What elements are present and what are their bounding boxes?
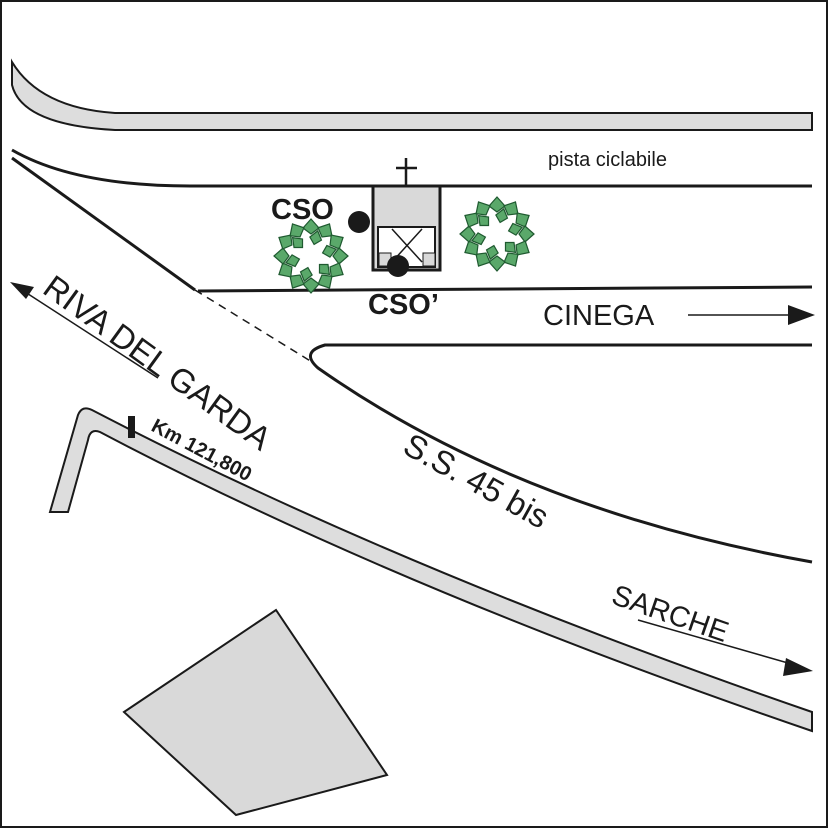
arrow-icon-cinega (688, 305, 815, 325)
cinega-label: CINEGA (543, 300, 655, 332)
km-marker-post (128, 416, 135, 438)
building-block (122, 608, 389, 817)
bike-path-label: pista ciclabile (548, 149, 667, 171)
arrow-icon-sarche (637, 619, 813, 676)
station-cso-prime-icon (387, 255, 409, 277)
junction-dashed-line (194, 289, 313, 363)
main-road-lower-edge (309, 343, 813, 564)
cso-prime-label: CSO’ (368, 289, 439, 321)
branch-road-edge (197, 285, 813, 293)
station-cso-icon (348, 211, 370, 233)
top-road (11, 58, 813, 131)
main-road-upper-edge (11, 156, 196, 292)
church-building (371, 184, 442, 272)
arrow-icon-riva (10, 282, 159, 379)
cross-icon (396, 158, 417, 186)
cso-label: CSO (271, 194, 334, 226)
bike-path-line (11, 148, 812, 188)
bottom-road (48, 407, 813, 733)
